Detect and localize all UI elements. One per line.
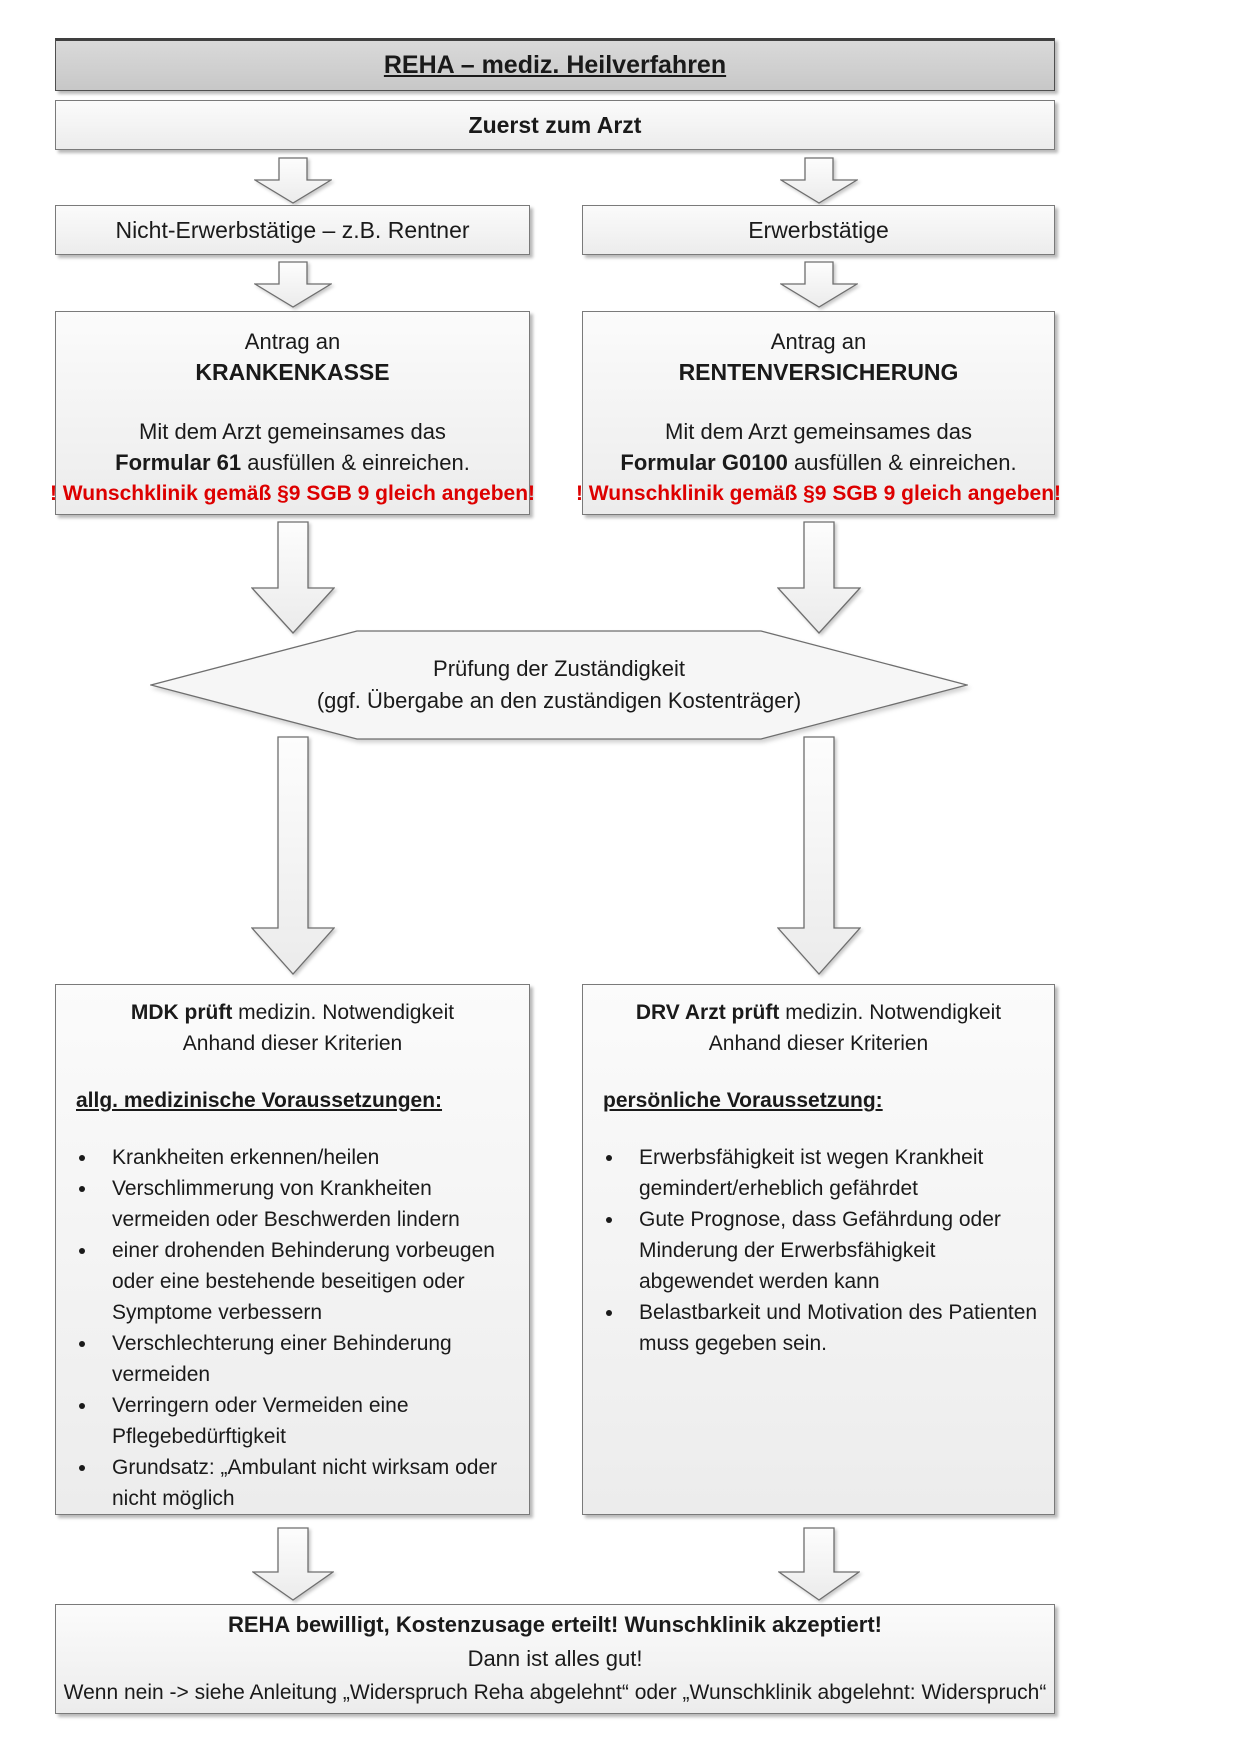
hexagon-text: Prüfung der Zuständigkeit (ggf. Übergabe…: [150, 630, 968, 740]
criteria-header-line2: Anhand dieser Kriterien: [708, 1032, 929, 1055]
first-step-label: Zuerst zum Arzt: [468, 111, 642, 138]
criteria-header: DRV Arzt prüft medizin. Notwendigkeit An…: [597, 997, 1040, 1059]
form-name: Formular 61: [115, 450, 242, 475]
list-item: Grundsatz: „Ambulant nicht wirksam oder …: [98, 1452, 515, 1514]
application-form-line: Formular 61 ausfüllen & einreichen.: [115, 447, 470, 478]
branch-label-non-employed: Nicht-Erwerbstätige – z.B. Rentner: [115, 216, 470, 243]
application-body: Mit dem Arzt gemeinsames das Formular G0…: [620, 416, 1016, 478]
list-item: Erwerbsfähigkeit ist wegen Krankheit gem…: [625, 1142, 1040, 1204]
list-item: Belastbarkeit und Motivation des Patient…: [625, 1297, 1040, 1359]
list-item: Gute Prognose, dass Gefährdung oder Mind…: [625, 1204, 1040, 1297]
down-arrow-icon: [254, 261, 332, 308]
criteria-list: Krankheiten erkennen/heilen Verschlimmer…: [70, 1142, 515, 1514]
down-arrow-icon: [251, 736, 335, 975]
branch-box-employed: Erwerbstätige: [582, 205, 1055, 255]
down-arrow-icon: [778, 1527, 860, 1601]
criteria-header-rest: medizin. Notwendigkeit: [779, 1001, 1002, 1024]
final-line2: Dann ist alles gut!: [467, 1646, 643, 1671]
hexagon-line1: Prüfung der Zuständigkeit: [433, 656, 685, 681]
application-body: Mit dem Arzt gemeinsames das Formular 61…: [115, 416, 470, 478]
form-name: Formular G0100: [620, 450, 788, 475]
list-item: Krankheiten erkennen/heilen: [98, 1142, 515, 1173]
down-arrow-icon: [777, 736, 861, 975]
criteria-subheading: allg. medizinische Voraussetzungen:: [76, 1089, 443, 1112]
application-intro: Antrag an: [770, 329, 867, 354]
final-line1: REHA bewilligt, Kostenzusage erteilt! Wu…: [227, 1612, 882, 1637]
hexagon-shape: [150, 630, 968, 740]
list-item: einer drohenden Behinderung vorbeugen od…: [98, 1235, 515, 1328]
application-intro: Antrag an: [244, 329, 341, 354]
criteria-header-bold: DRV Arzt prüft: [635, 1001, 780, 1024]
criteria-box-mdk: MDK prüft medizin. Notwendigkeit Anhand …: [55, 984, 530, 1515]
page-title: REHA – mediz. Heilverfahren: [383, 51, 727, 79]
form-rest: ausfüllen & einreichen.: [241, 450, 470, 475]
list-item: Verringern oder Vermeiden eine Pflegebed…: [98, 1390, 515, 1452]
list-item: Verschlimmerung von Krankheiten vermeide…: [98, 1173, 515, 1235]
down-arrow-icon: [777, 521, 861, 634]
first-step-box: Zuerst zum Arzt: [55, 100, 1055, 150]
application-org: KRANKENKASSE: [195, 359, 390, 385]
list-item: Verschlechterung einer Behinderung verme…: [98, 1328, 515, 1390]
application-body-line: Mit dem Arzt gemeinsames das: [665, 419, 972, 444]
criteria-list: Erwerbsfähigkeit ist wegen Krankheit gem…: [597, 1142, 1040, 1359]
application-body-line: Mit dem Arzt gemeinsames das: [139, 419, 446, 444]
criteria-header-bold: MDK prüft: [130, 1001, 233, 1024]
down-arrow-icon: [251, 521, 335, 634]
title-box: REHA – mediz. Heilverfahren: [55, 38, 1055, 91]
criteria-header-rest: medizin. Notwendigkeit: [232, 1001, 455, 1024]
criteria-header-line2: Anhand dieser Kriterien: [182, 1032, 403, 1055]
down-arrow-icon: [252, 1527, 334, 1601]
hexagon-line2: (ggf. Übergabe an den zuständigen Kosten…: [316, 688, 802, 713]
branch-box-non-employed: Nicht-Erwerbstätige – z.B. Rentner: [55, 205, 530, 255]
application-box-rentenversicherung: Antrag an RENTENVERSICHERUNG Mit dem Arz…: [576, 311, 1061, 515]
criteria-header: MDK prüft medizin. Notwendigkeit Anhand …: [70, 997, 515, 1059]
application-org: RENTENVERSICHERUNG: [678, 359, 959, 385]
final-line3: Wenn nein -> siehe Anleitung „Widerspruc…: [63, 1681, 1047, 1704]
wunschklinik-warning: ! Wunschklinik gemäß §9 SGB 9 gleich ang…: [49, 482, 536, 505]
down-arrow-icon: [780, 157, 858, 204]
down-arrow-icon: [780, 261, 858, 308]
criteria-box-drv: DRV Arzt prüft medizin. Notwendigkeit An…: [582, 984, 1055, 1515]
criteria-subheading: persönliche Voraussetzung:: [603, 1089, 883, 1112]
branch-label-employed: Erwerbstätige: [748, 216, 889, 243]
down-arrow-icon: [254, 157, 332, 204]
responsibility-check-hexagon: Prüfung der Zuständigkeit (ggf. Übergabe…: [150, 630, 968, 740]
form-rest: ausfüllen & einreichen.: [787, 450, 1017, 475]
final-result-box: REHA bewilligt, Kostenzusage erteilt! Wu…: [55, 1604, 1055, 1714]
application-box-krankenkasse: Antrag an KRANKENKASSE Mit dem Arzt geme…: [50, 311, 535, 515]
application-form-line: Formular G0100 ausfüllen & einreichen.: [620, 447, 1016, 478]
wunschklinik-warning: ! Wunschklinik gemäß §9 SGB 9 gleich ang…: [575, 482, 1062, 505]
